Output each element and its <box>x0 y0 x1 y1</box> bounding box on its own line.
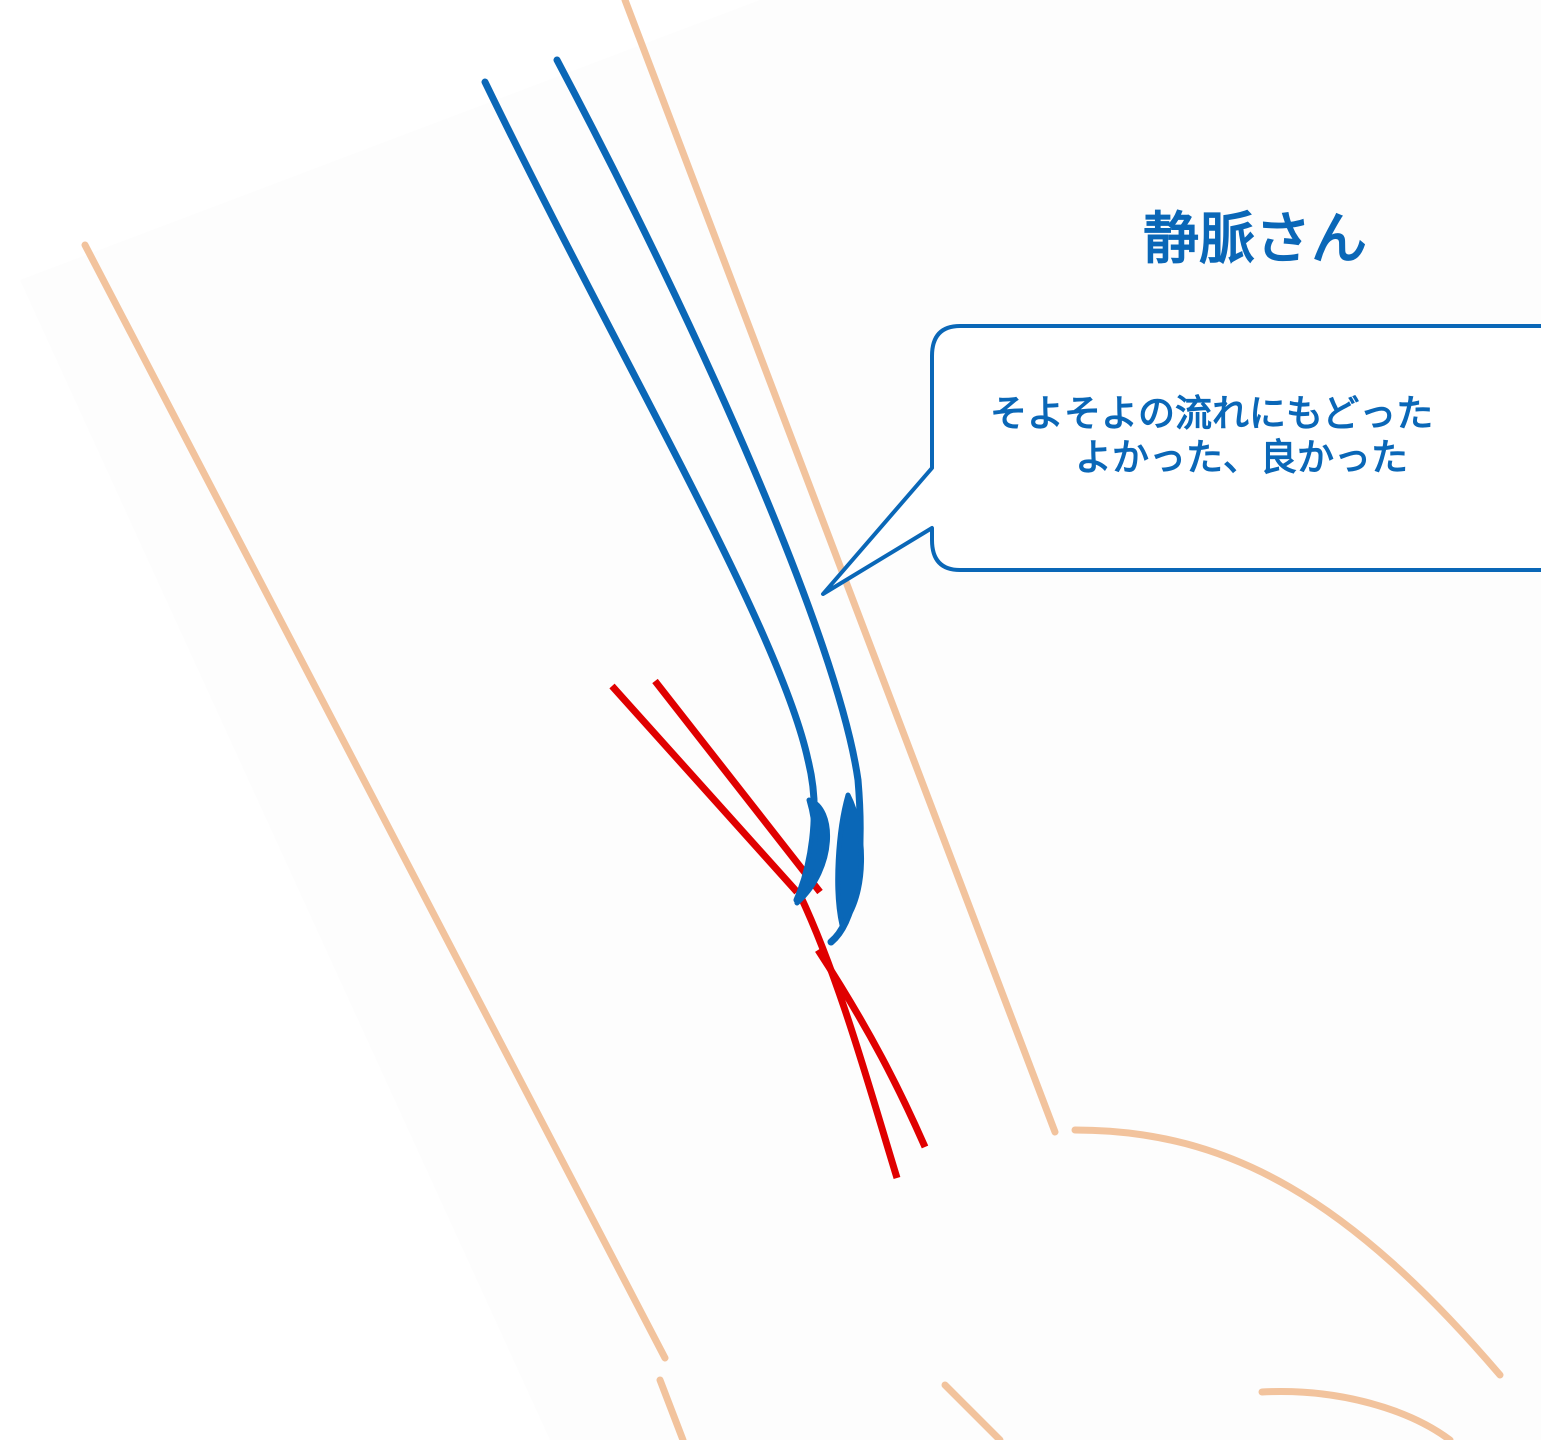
artery-icon <box>609 678 929 1180</box>
speech-line-2: よかった、良かった <box>1075 436 1408 479</box>
speech-bubble-text: そよそよの流れにもどった よかった、良かった <box>960 392 1541 480</box>
valve-icon <box>794 792 865 928</box>
left-leg-contour <box>81 241 669 1362</box>
artery-upper-left-wall <box>609 683 800 895</box>
speech-bubble <box>821 324 1541 596</box>
artery-upper-right-wall <box>652 678 823 895</box>
valve-left-leaflet <box>794 797 830 906</box>
heel-contour <box>1071 1126 1504 1379</box>
foot-top-contour <box>1258 1388 1454 1440</box>
right-leg-contour <box>621 0 1059 1136</box>
artery-lower-left-wall <box>796 893 901 1180</box>
ankle-contour <box>656 1376 687 1440</box>
leg-outline <box>81 0 1504 1440</box>
valve-right-leaflet <box>835 792 865 928</box>
speaker-name: 静脈さん <box>1143 207 1367 272</box>
speech-line-1: そよそよの流れにもどった <box>990 392 1434 435</box>
foot-contour <box>941 1381 1004 1440</box>
artery-lower-right-wall <box>815 948 929 1149</box>
